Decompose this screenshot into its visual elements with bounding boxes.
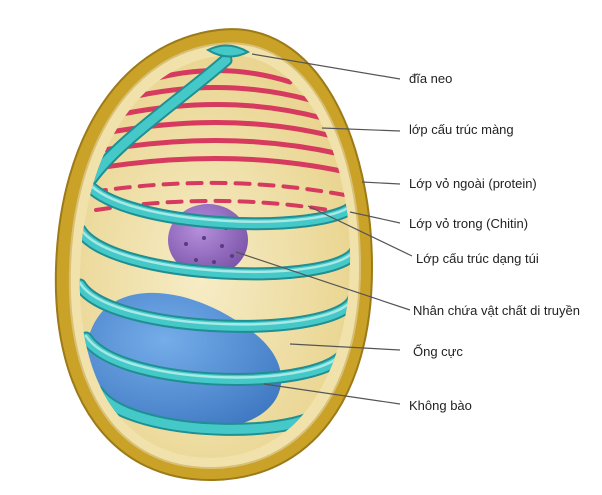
label-nucleus: Nhân chứa vật chất di truyền xyxy=(413,303,580,318)
membrane-layer xyxy=(83,67,349,175)
label-vesicle-layer: Lớp cấu trúc dạng túi xyxy=(416,251,539,266)
label-anchoring-disc: đĩa neo xyxy=(409,71,453,86)
label-membrane-layer: lớp cấu trúc màng xyxy=(409,122,514,137)
label-inner-shell: Lớp vỏ trong (Chitin) xyxy=(409,216,529,231)
leader-lines xyxy=(235,53,413,405)
label-vacuole: Không bào xyxy=(409,398,472,413)
label-polar-tube: Ống cực xyxy=(413,344,463,359)
anchoring-disc xyxy=(205,44,251,58)
polar-tube xyxy=(79,55,351,436)
label-outer-shell: Lớp vỏ ngoài (protein) xyxy=(409,176,537,191)
